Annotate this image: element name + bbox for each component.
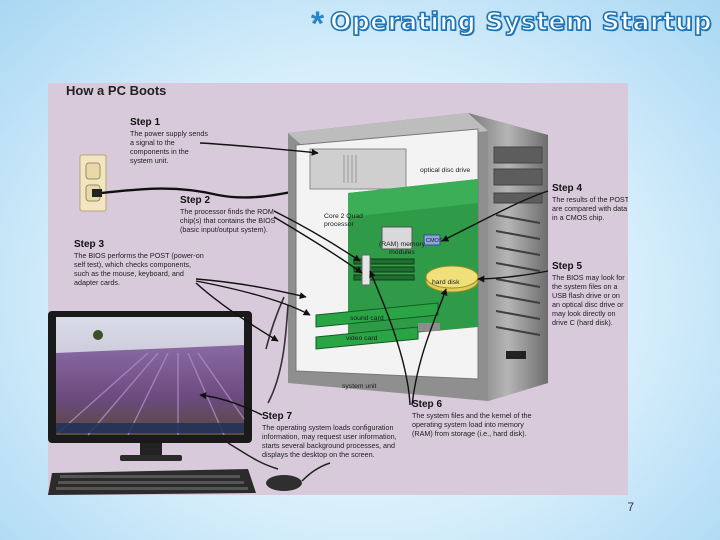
step-5-title: Step 5 [552, 261, 583, 272]
video-card-label: video card [346, 335, 378, 342]
step-3: Step 3 The BIOS performs the POST (power… [74, 239, 206, 287]
monitor [48, 311, 279, 470]
diagram-title: How a PC Boots [66, 83, 167, 98]
memory-modules-label: (RAM) memory modules [378, 241, 426, 256]
step-4: Step 4 The results of the POST are compa… [552, 183, 628, 222]
title-text: Operating System Startup [329, 6, 712, 37]
step-2: Step 2 The processor finds the ROM chip(… [180, 195, 290, 234]
keyboard [48, 469, 256, 495]
title-asterisk: * [310, 5, 325, 43]
step-4-title: Step 4 [552, 183, 583, 194]
step-1-title: Step 1 [130, 117, 161, 128]
step-7: Step 7 The operating system loads config… [262, 411, 410, 459]
diagram-panel: How a PC Boots Step 1 The power supply s… [48, 83, 628, 495]
diagram-illustration [48, 113, 549, 495]
step-6: Step 6 The system files and the kernel o… [412, 399, 532, 438]
step-4-text: The results of the POST are compared wit… [552, 195, 628, 222]
step-1: Step 1 The power supply sends a signal t… [130, 117, 212, 165]
system-unit-label: system unit [342, 383, 377, 390]
step-2-text: The processor finds the ROM chip(s) that… [180, 207, 276, 234]
step-6-title: Step 6 [412, 399, 443, 410]
step-2-title: Step 2 [180, 195, 211, 206]
hard-disk-label: hard disk [432, 279, 460, 286]
step-5: Step 5 The BIOS may look for the system … [552, 261, 628, 327]
step-1-text: The power supply sends a signal to the c… [130, 129, 208, 165]
mouse [266, 462, 331, 491]
page-number: 7 [627, 500, 634, 514]
step-3-text: The BIOS performs the POST (power-on sel… [74, 251, 204, 287]
step-7-text: The operating system loads configuration… [262, 423, 397, 459]
optical-disc-drive-label: optical disc drive [420, 167, 471, 174]
sound-card-label: sound card [350, 315, 384, 322]
system-unit [265, 113, 548, 404]
step-7-title: Step 7 [262, 411, 293, 422]
step-3-title: Step 3 [74, 239, 105, 250]
processor-label: Core 2 Quad processor [324, 213, 363, 228]
slide-title: * Operating System Startup [310, 2, 712, 43]
wall-outlet [79, 154, 307, 212]
step-arrows [195, 142, 549, 416]
step-6-text: The system files and the kernel of the o… [412, 411, 532, 438]
cmos-label: CMOS [426, 238, 443, 244]
step-5-text: The BIOS may look for the system files o… [552, 273, 625, 327]
